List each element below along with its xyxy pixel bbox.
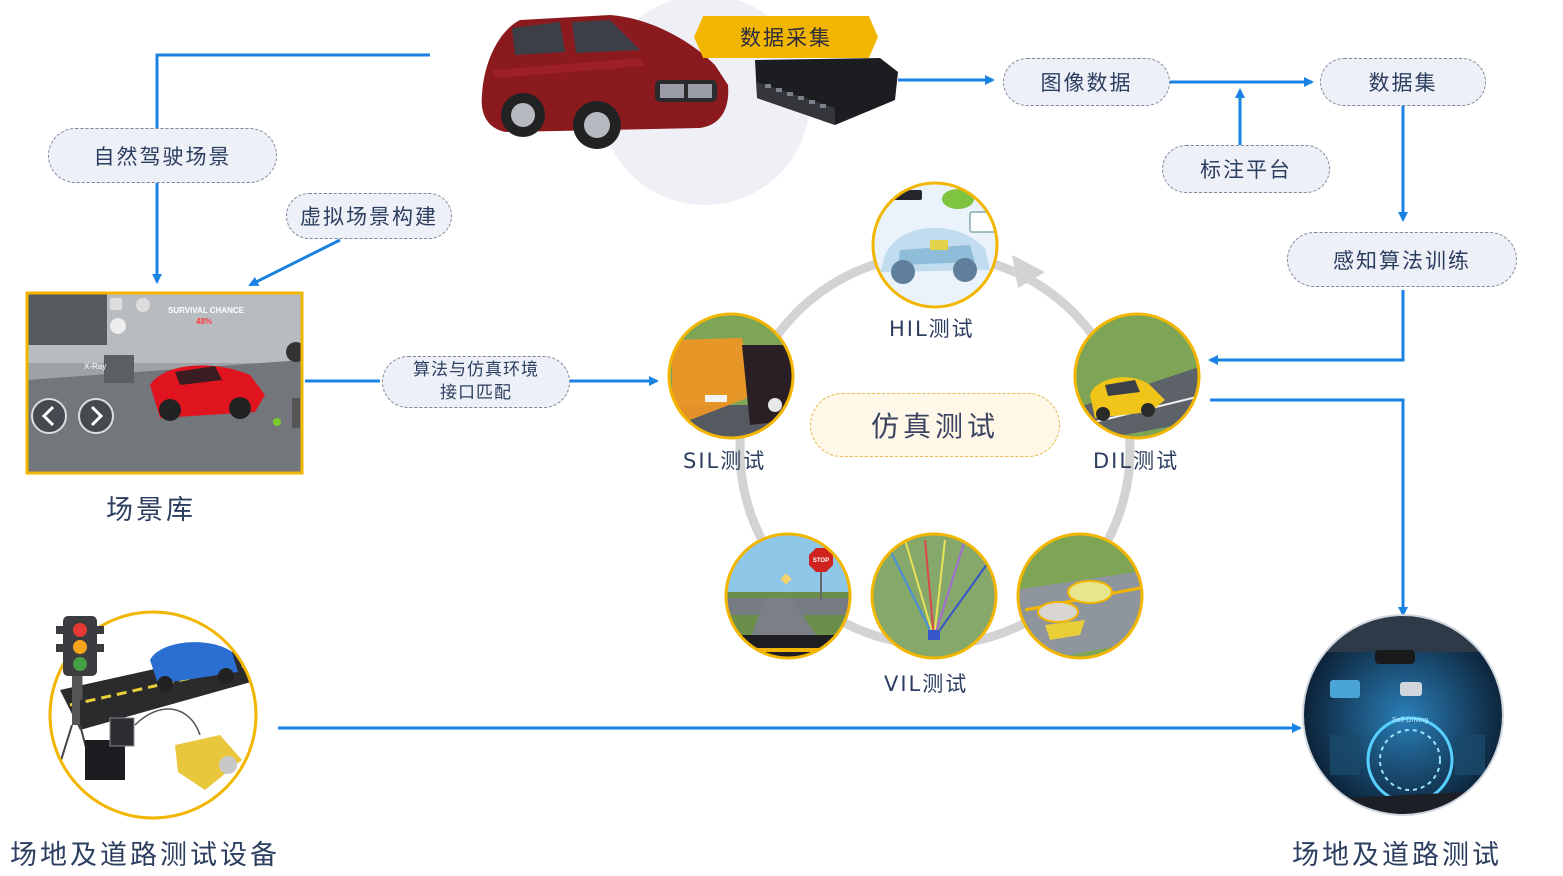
vil-test-image-traffic xyxy=(1016,532,1144,660)
stop-sign-text: STOP xyxy=(813,558,829,564)
game-survival-value: 48% xyxy=(196,317,212,326)
interface-match-line2: 接口匹配 xyxy=(440,383,512,403)
self-driving-label: Self-Driving xyxy=(1392,717,1428,724)
flow-arrows xyxy=(152,53,1408,733)
data-collection-badge: 数据采集 xyxy=(694,16,878,58)
arrow-training-to-dil xyxy=(1208,290,1405,365)
hil-test-label: HIL测试 xyxy=(889,317,975,341)
simulation-test-center: 仿真测试 xyxy=(810,393,1060,457)
interface-match-node: 算法与仿真环境 接口匹配 xyxy=(382,356,570,408)
data-logger-device xyxy=(755,58,898,125)
dataset-node: 数据集 xyxy=(1320,58,1486,106)
arrow-virtual-to-library xyxy=(248,238,341,287)
game-xray-label: X-Ray xyxy=(84,362,106,371)
sil-test-label: SIL测试 xyxy=(683,449,767,473)
perception-training-node: 感知算法训练 xyxy=(1287,232,1517,287)
road-test-label: 场地及道路测试 xyxy=(1292,840,1502,871)
vil-test-image-sensor xyxy=(870,532,998,660)
virtual-scene-node: 虚拟场景构建 xyxy=(286,193,452,239)
scene-library-image xyxy=(25,291,304,475)
loop-direction-arrow xyxy=(1012,255,1045,288)
traffic-light xyxy=(56,616,104,700)
interface-match-line1: 算法与仿真环境 xyxy=(413,360,539,380)
collection-car-image xyxy=(481,15,729,149)
image-data-node: 图像数据 xyxy=(1003,58,1170,106)
vil-test-image-road xyxy=(724,532,852,660)
scene-library-label: 场景库 xyxy=(106,495,196,526)
dil-test-image xyxy=(1073,312,1201,440)
equipment-label: 场地及道路测试设备 xyxy=(10,840,280,871)
arrow-dil-to-road xyxy=(1210,398,1408,617)
game-survival-title: SURVIVAL CHANCE xyxy=(168,306,245,315)
hil-test-image xyxy=(871,181,999,309)
arrow-natural-to-library xyxy=(152,53,430,284)
annotation-platform-node: 标注平台 xyxy=(1162,145,1330,193)
vil-test-label: VIL测试 xyxy=(884,672,969,696)
dil-test-label: DIL测试 xyxy=(1093,449,1180,473)
natural-driving-node: 自然驾驶场景 xyxy=(48,128,277,183)
